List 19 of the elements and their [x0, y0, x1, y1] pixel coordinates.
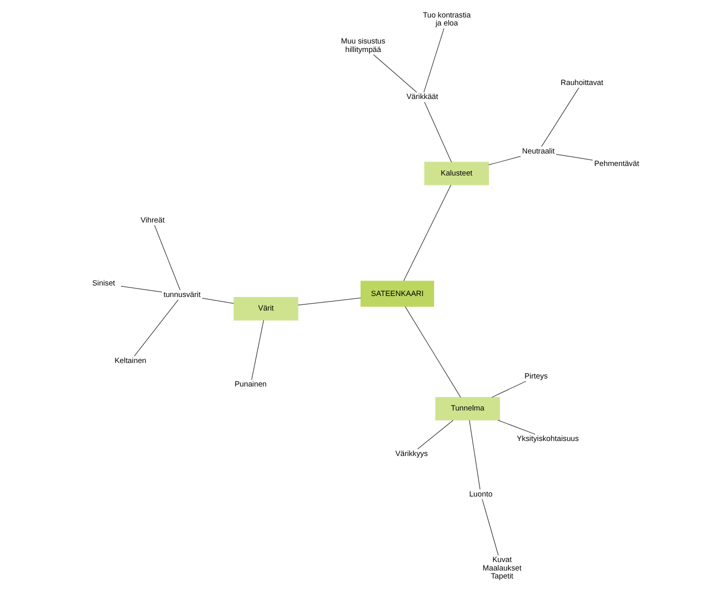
connector — [404, 306, 460, 398]
connector — [416, 420, 453, 450]
connector — [297, 298, 361, 306]
connector — [555, 154, 593, 160]
connector — [201, 298, 234, 304]
connector — [154, 224, 180, 290]
connector — [402, 184, 451, 282]
connector — [540, 87, 579, 147]
connector — [120, 286, 162, 292]
connector — [491, 380, 526, 398]
connector — [133, 299, 178, 356]
connector — [468, 420, 480, 490]
connector — [423, 28, 444, 93]
connector — [481, 498, 498, 556]
connector — [424, 102, 452, 162]
connector — [372, 54, 416, 93]
connector — [250, 320, 264, 380]
connector — [497, 420, 535, 435]
connector — [488, 156, 520, 166]
